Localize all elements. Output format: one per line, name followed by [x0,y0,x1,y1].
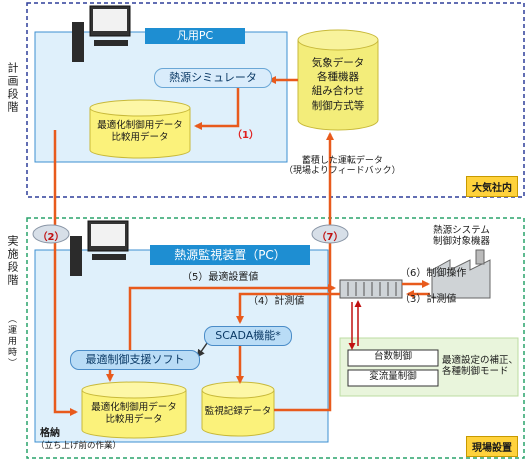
plant-note-2: 各種制御モード [442,365,509,377]
flow-6-label: （6）制御操作 [400,268,467,279]
flow-5-label: （5）最適設置値 [182,272,259,283]
flow-3-label: （3）計測値 [400,294,457,305]
general-pc-title: 凡用PC [145,28,245,44]
plan-region [26,2,525,198]
storage-sub: （立ち上げ前の作業） [36,441,122,451]
phase-impl-label: 実施段階 [6,235,19,287]
bottom-data-cylinder: 最適化制御用データ 比較用データ [84,402,184,426]
bottom-data-line1: 最適化制御用データ [91,402,177,413]
monitor-pc-title: 熱源監視装置（PC） [150,245,310,265]
scada-box: SCADA機能* [204,326,292,346]
plant-title-2: 制御対象機器 [433,235,491,247]
impl-region [26,217,525,459]
plant-title: 熱源システム 制御対象機器 [433,225,491,248]
factory-icon [431,249,491,299]
top-data-line1: 最適化制御用データ [97,120,183,131]
top-data-line2: 比較用データ [111,131,169,143]
marker-2: （2） [37,232,65,243]
feedback-line2: （現場よりフィードバック） [284,166,401,177]
location-top-tag: 大気社内 [466,176,518,197]
log-cylinder: 監視記録データ [204,406,272,417]
db-line1: 気象データ [311,57,365,69]
database-icon [297,29,379,131]
bottom-data-line2: 比較用データ [105,413,163,425]
arrow-1-label: （1） [232,130,259,141]
controller-icon [339,279,403,299]
db-line3: 組み合わせ [311,85,365,98]
computer-icon [72,5,131,62]
storage-label: 格納 [40,428,60,439]
marker-7: （7） [316,232,344,243]
plant-note: 最適設定の補正、 各種制御モード [442,355,519,378]
phase-plan-label: 計画段階 [6,62,19,114]
location-bottom-tag: 現場設置 [466,436,518,457]
plant-title-1: 熱源システム [433,225,490,236]
phase-impl-sub: （運用時） [6,314,16,369]
support-soft-box: 最適制御支援ソフト [70,350,200,370]
db-line4: 制御方式等 [311,99,365,112]
feedback-label: 蓄積した運転データ （現場よりフィードバック） [284,156,401,177]
top-data-cylinder: 最適化制御用データ 比較用データ [92,120,188,144]
feedback-line1: 蓄積した運転データ [301,156,383,166]
db-cylinder-text: 気象データ 各種機器 組み合わせ 制御方式等 [300,56,376,113]
db-line2: 各種機器 [317,71,359,84]
plant-note-1: 最適設定の補正、 [442,355,519,366]
unit-control-label: 台数制御 [373,351,412,362]
computer-icon [70,220,129,276]
flow-4-label: （4）計測値 [248,296,305,307]
heat-simulator-box: 熱源シミュレータ [154,68,272,88]
flow-control-label: 変流量制御 [369,371,417,382]
